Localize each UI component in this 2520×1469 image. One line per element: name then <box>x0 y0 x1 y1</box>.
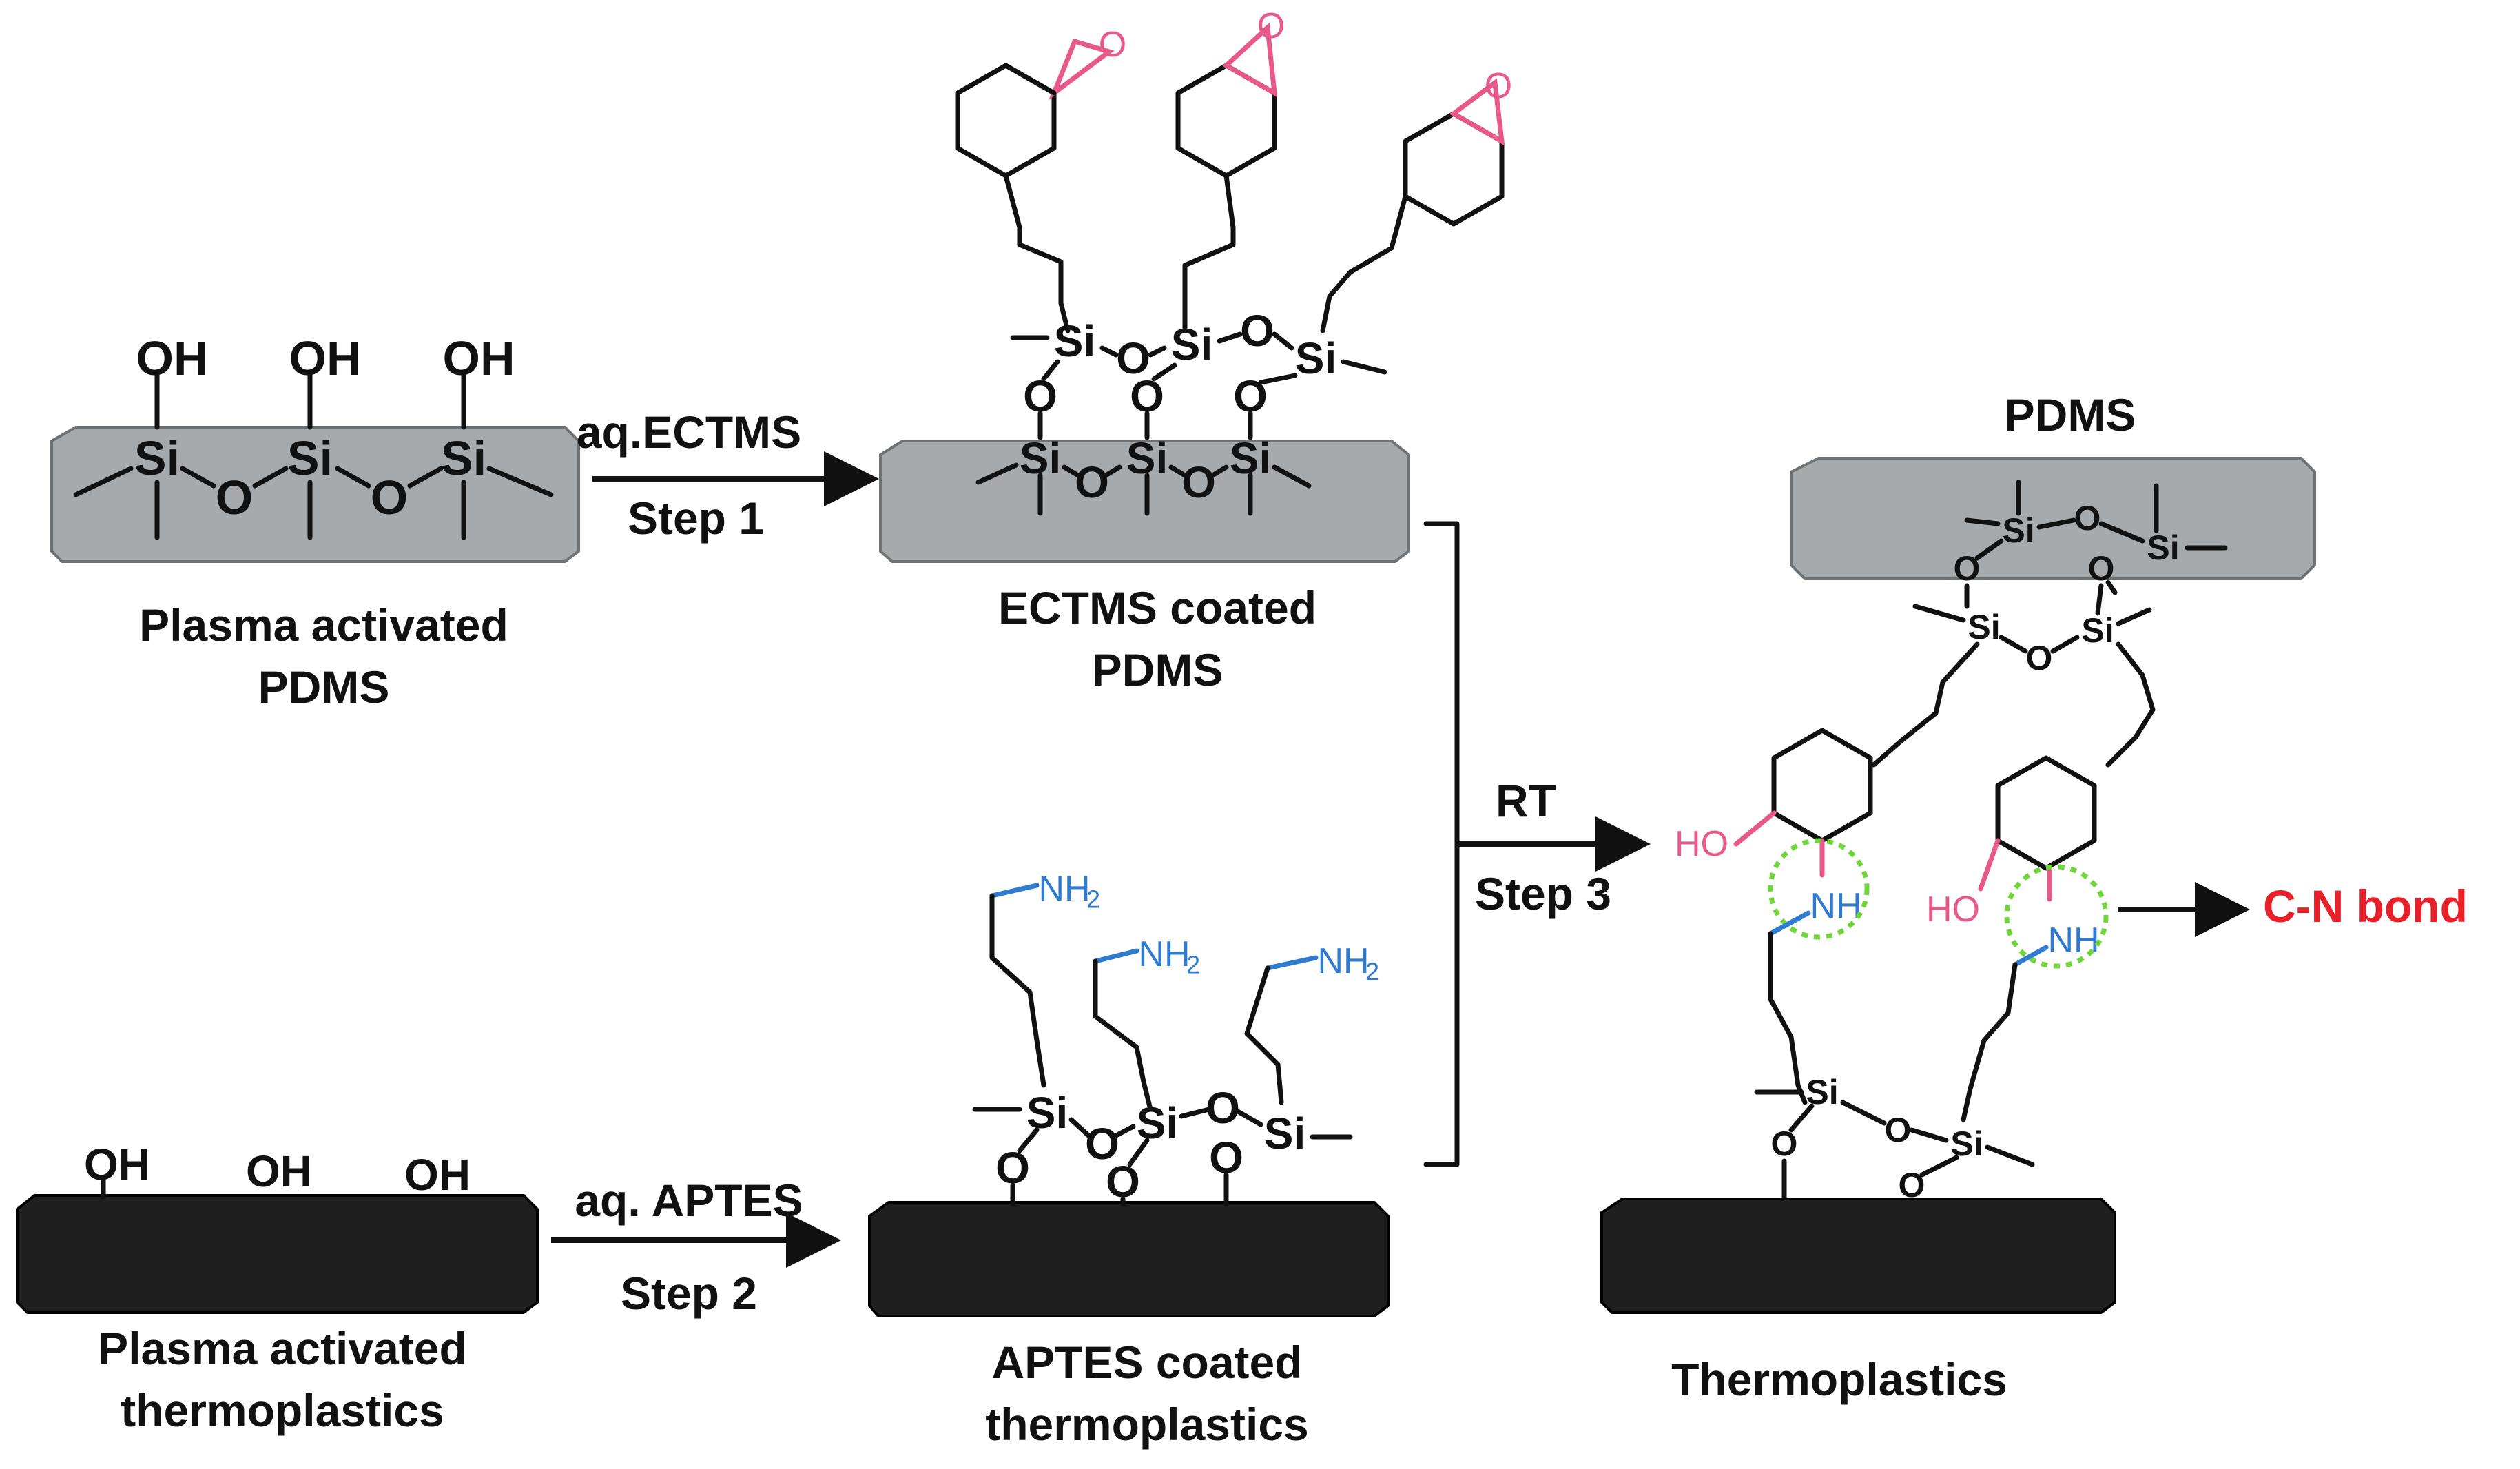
oh-label: OH <box>246 1147 312 1196</box>
pdms-plate <box>1790 457 2316 580</box>
si-atom: Si <box>2147 528 2179 567</box>
nh2-subscript: 2 <box>1086 885 1100 914</box>
o-atom: O <box>371 471 408 524</box>
pdms-plate <box>50 426 580 563</box>
bond <box>180 466 216 489</box>
si-atom: Si <box>1968 608 2000 646</box>
bracket <box>1423 521 1460 1167</box>
si-atom: Si <box>2081 611 2114 650</box>
ectms-pdms-panel: O O O Si Si Si O O O O O <box>879 6 1512 695</box>
aptes-arm: NH 2 <box>1093 934 1200 1112</box>
si-atom: Si <box>1054 316 1095 366</box>
o-atom: O <box>216 471 253 524</box>
si-atom: Si <box>2002 511 2034 550</box>
oh-label: OH <box>136 331 209 385</box>
plasma-pdms-label-line1: Plasma activated <box>139 599 508 650</box>
bonded-product-panel: PDMS Si O Si O O Si O Si HO NH <box>1600 389 2468 1405</box>
aptes-thermo-label-line1: APTES coated <box>991 1337 1302 1388</box>
nh2-subscript: 2 <box>1365 958 1379 986</box>
epoxide-o: O <box>1257 6 1285 46</box>
ectms-pdms-label-line2: PDMS <box>1092 644 1223 695</box>
step2-arrow-group: aq. APTES Step 2 <box>551 1175 841 1319</box>
step3-bracket-group: RT Step 3 <box>1423 521 1651 1167</box>
thermoplastic-plate <box>868 1201 1390 1317</box>
aptes-thermo-panel: NH 2 NH 2 NH 2 Si Si Si O O O O O <box>868 869 1390 1450</box>
o-atom: O <box>2074 499 2101 537</box>
aptes-arm: NH 2 <box>989 869 1100 1088</box>
o-atom: O <box>2026 639 2053 677</box>
ectms-pdms-label-line1: ECTMS coated <box>998 582 1316 633</box>
o-atom: O <box>1206 1083 1240 1133</box>
nh2-label: NH <box>1138 934 1190 974</box>
plasma-pdms-label-line2: PDMS <box>258 661 390 712</box>
aptes-arm: NH 2 <box>1244 941 1379 1105</box>
step1-arrow-group: aq.ECTMS Step 1 <box>577 407 879 544</box>
nh2-label: NH <box>1038 869 1090 909</box>
plasma-pdms-panel: OH OH OH Si Si Si O O Plasma activated P… <box>50 331 580 712</box>
step2-label: Step 2 <box>621 1268 757 1319</box>
bond <box>252 466 289 489</box>
bond <box>486 466 554 497</box>
si-atom: Si <box>1137 1098 1178 1148</box>
si-atom: Si <box>1295 333 1336 383</box>
ectms-arm: O <box>1320 66 1512 333</box>
oh-label: OH <box>289 331 362 385</box>
o-atom: O <box>1885 1111 1912 1149</box>
si-atom: Si <box>1264 1109 1305 1158</box>
ho-label: HO <box>1926 890 1980 929</box>
ectms-arm: O <box>1175 6 1285 333</box>
step3-label: Step 3 <box>1475 868 1611 919</box>
bond <box>335 466 371 489</box>
o-atom: O <box>1116 333 1150 383</box>
plasma-thermo-label-line1: Plasma activated <box>98 1323 467 1374</box>
pdms-top-label: PDMS <box>2005 389 2136 440</box>
nh2-label: NH <box>1317 941 1369 981</box>
step1-label: Step 1 <box>628 493 764 544</box>
oh-label: OH <box>404 1150 471 1200</box>
oh-label: OH <box>84 1140 150 1189</box>
si-atom: Si <box>441 431 486 485</box>
nh2-subscript: 2 <box>1186 951 1200 979</box>
step1-reagent: aq.ECTMS <box>577 407 801 458</box>
o-atom: O <box>1085 1119 1119 1169</box>
cn-bond-label: C-N bond <box>2263 881 2468 932</box>
oh-label: OH <box>443 331 515 385</box>
o-atom: O <box>1954 549 1981 588</box>
thermoplastic-plate <box>16 1194 539 1314</box>
si-atom: Si <box>134 431 180 485</box>
step3-reagent: RT <box>1496 775 1556 826</box>
plasma-thermo-panel: OH OH OH Plasma activated thermoplastics <box>16 1140 539 1436</box>
plasma-thermo-label-line2: thermoplastics <box>121 1385 444 1436</box>
thermoplastic-plate <box>1600 1198 2116 1314</box>
si-atom: Si <box>287 431 333 485</box>
o-atom: O <box>1075 458 1109 507</box>
si-atom: Si <box>1171 320 1212 369</box>
step2-reagent: aq. APTES <box>575 1175 803 1226</box>
epoxide-o: O <box>1485 66 1512 106</box>
nh-label: NH <box>1810 886 1861 926</box>
o-atom: O <box>1240 306 1274 356</box>
si-atom: Si <box>1026 1088 1068 1138</box>
aptes-thermo-label-line2: thermoplastics <box>985 1399 1308 1450</box>
thermoplastics-label: Thermoplastics <box>1671 1354 2007 1405</box>
bond <box>73 466 134 497</box>
cn-highlight-circle <box>1768 838 1870 940</box>
o-atom: O <box>1181 458 1216 507</box>
ho-label: HO <box>1675 824 1728 864</box>
ectms-arm: O <box>955 25 1126 333</box>
epoxide-o: O <box>1099 25 1126 65</box>
bond <box>407 466 444 489</box>
cn-highlight-circle <box>2004 864 2109 969</box>
